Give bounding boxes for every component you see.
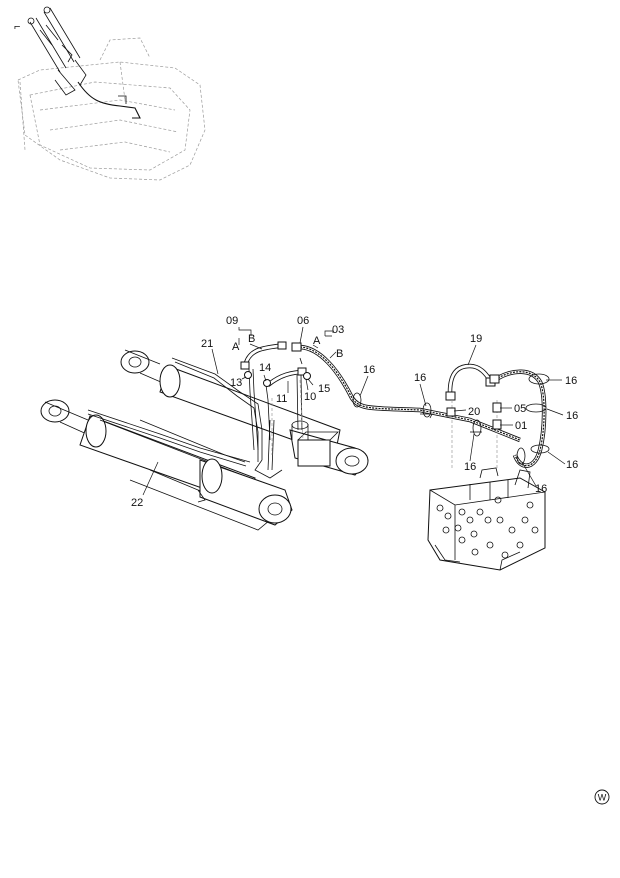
locator-inset: ⌐	[14, 6, 206, 181]
callout-09: 09	[226, 315, 238, 327]
callout-03: 03	[332, 324, 344, 336]
valve-bolts	[436, 496, 539, 559]
port-label-a2: A	[313, 335, 321, 347]
cylinder-21	[120, 349, 369, 479]
leader-lines	[142, 326, 566, 496]
cylinder-22	[40, 399, 293, 531]
svg-text:⌐: ⌐	[14, 21, 20, 33]
hose-19	[445, 363, 496, 401]
callout-13: 13	[230, 377, 242, 389]
feed-pipes	[248, 368, 498, 470]
watermark-letter: W	[598, 793, 607, 803]
callout-06: 06	[297, 315, 309, 327]
callout-14: 14	[259, 362, 271, 374]
clamps	[352, 373, 550, 465]
callout-21: 21	[201, 338, 213, 350]
callout-11: 11	[276, 393, 287, 405]
hose-09	[240, 341, 287, 370]
watermark-badge: W	[594, 789, 610, 805]
callout-16-b: 16	[414, 372, 426, 384]
hose-11	[266, 367, 307, 387]
control-valve	[427, 467, 546, 571]
port-label-a1: A	[232, 341, 240, 353]
port-label-b1: B	[248, 333, 255, 345]
callout-16-c: 16	[565, 375, 577, 387]
callout-15: 15	[318, 383, 330, 395]
callout-20: 20	[468, 406, 480, 418]
port-label-b2: B	[336, 348, 343, 360]
callout-19: 19	[470, 333, 482, 345]
callout-labels: 09 A B 06 03 A B 21 13 14 11 10 15 16 16…	[131, 315, 578, 509]
callout-16-a: 16	[363, 364, 375, 376]
callout-22: 22	[131, 497, 143, 509]
long-hose-03	[291, 342, 521, 443]
callout-16-f: 16	[464, 461, 476, 473]
callout-16-e: 16	[566, 459, 578, 471]
callout-16-d: 16	[566, 410, 578, 422]
callout-10: 10	[304, 391, 316, 403]
long-hose-right	[489, 369, 547, 468]
callout-01: 01	[515, 420, 527, 432]
callout-16-g: 16	[535, 483, 547, 495]
fittings	[244, 357, 502, 430]
callout-05: 05	[514, 403, 526, 415]
